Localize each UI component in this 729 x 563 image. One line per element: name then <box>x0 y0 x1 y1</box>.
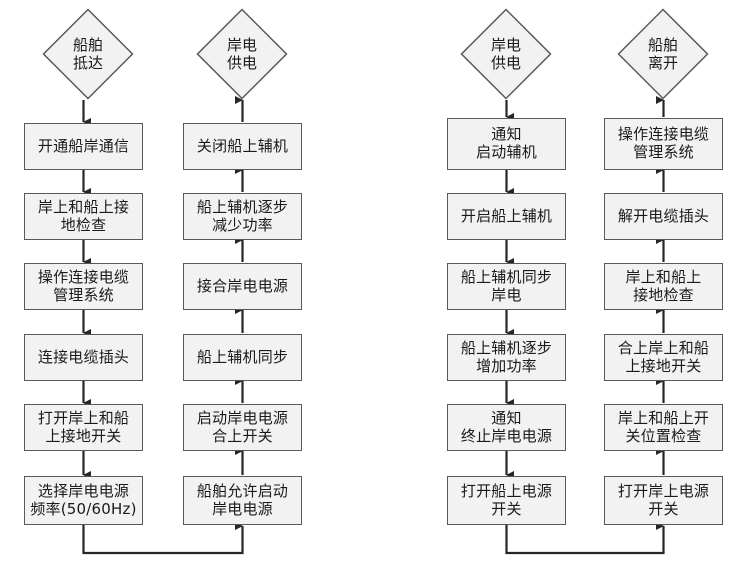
diamond-shape-icon <box>196 8 288 100</box>
step-operate-cable-mgmt-system[interactable]: 操作连接电缆 管理系统 <box>24 263 143 310</box>
diamond-shape-icon <box>42 8 134 100</box>
step-sync-ship-auxiliary[interactable]: 船上辅机同步 <box>183 334 302 381</box>
step-operate-cable-mgmt-system-2[interactable]: 操作连接电缆 管理系统 <box>604 118 723 170</box>
terminator-label: 船舶 抵达 <box>72 35 103 72</box>
step-open-ship-power-switch[interactable]: 打开船上电源 开关 <box>447 476 566 525</box>
step-select-frequency[interactable]: 选择岸电电源 频率(50/60Hz) <box>24 476 143 525</box>
step-open-ground-switches[interactable]: 打开岸上和船 上接地开关 <box>24 404 143 451</box>
step-open-shore-power-switch[interactable]: 打开岸上电源 开关 <box>604 476 723 525</box>
step-connect-cable-plug[interactable]: 连接电缆插头 <box>24 334 143 381</box>
step-notify-stop-shore-power[interactable]: 通知 终止岸电电源 <box>447 404 566 451</box>
step-increase-auxiliary-power[interactable]: 船上辅机逐步 增加功率 <box>447 334 566 381</box>
step-connect-shore-power[interactable]: 接合岸电电源 <box>183 263 302 310</box>
step-ship-allow-start-shore-power[interactable]: 船舶允许启动 岸电电源 <box>183 476 302 525</box>
step-shore-ship-ground-check-2[interactable]: 岸上和船上 接地检查 <box>604 263 723 310</box>
step-notify-start-auxiliary[interactable]: 通知 启动辅机 <box>447 118 566 170</box>
terminator-shore-power-supply-2: 岸电 供电 <box>460 8 552 100</box>
terminator-shore-power-supply: 岸电 供电 <box>196 8 288 100</box>
step-shutdown-ship-auxiliary[interactable]: 关闭船上辅机 <box>183 123 302 170</box>
step-start-ship-auxiliary[interactable]: 开启船上辅机 <box>447 193 566 240</box>
terminator-ship-departure: 船舶 离开 <box>617 8 709 100</box>
terminator-label: 船舶 离开 <box>647 35 678 72</box>
diamond-shape-icon <box>460 8 552 100</box>
step-ship-auxiliary-sync-shore[interactable]: 船上辅机同步 岸电 <box>447 263 566 310</box>
terminator-label: 岸电 供电 <box>226 35 257 72</box>
step-disconnect-cable-plug[interactable]: 解开电缆插头 <box>604 193 723 240</box>
step-close-ground-switches[interactable]: 合上岸上和船 上接地开关 <box>604 334 723 381</box>
terminator-ship-arrival: 船舶 抵达 <box>42 8 134 100</box>
step-check-switch-positions[interactable]: 岸上和船上开 关位置检查 <box>604 404 723 451</box>
terminator-label: 岸电 供电 <box>490 35 521 72</box>
step-reduce-auxiliary-power[interactable]: 船上辅机逐步 减少功率 <box>183 193 302 240</box>
step-open-ship-shore-comm[interactable]: 开通船岸通信 <box>24 123 143 170</box>
diamond-shape-icon <box>617 8 709 100</box>
step-start-shore-power-close-switch[interactable]: 启动岸电电源 合上开关 <box>183 404 302 451</box>
step-shore-ship-ground-check[interactable]: 岸上和船上接 地检查 <box>24 193 143 240</box>
